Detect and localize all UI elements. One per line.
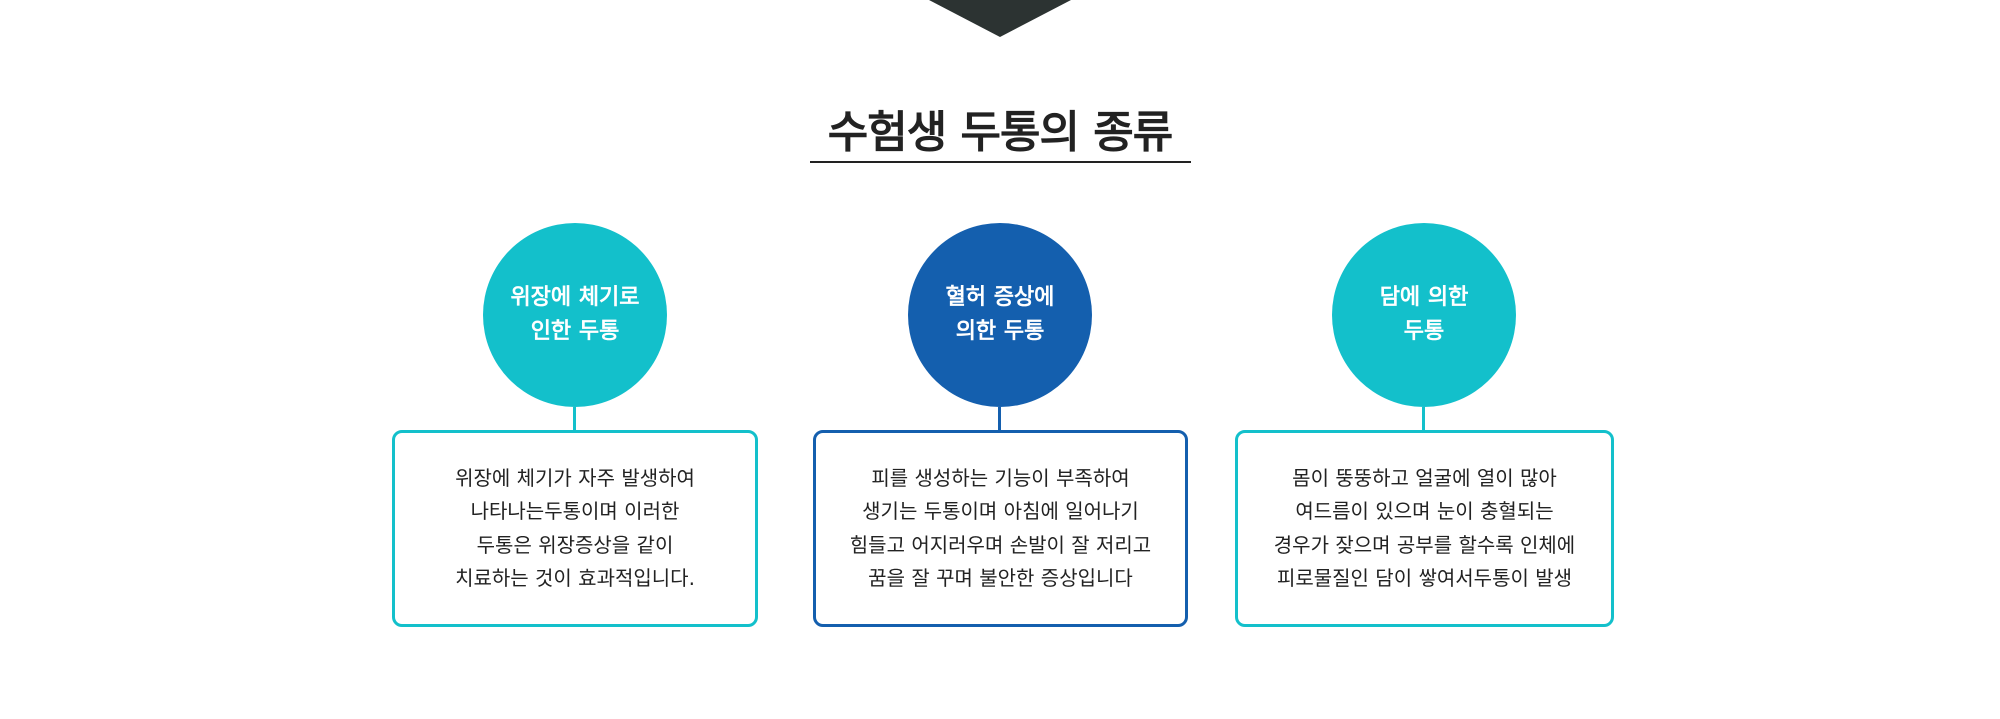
headache-type-circle-phlegm: 담에 의한 두통 <box>1332 223 1516 407</box>
circle-label: 위장에 체기로 <box>510 285 640 310</box>
description-line: 두통은 위장증상을 같이 <box>476 532 674 557</box>
circle-label: 담에 의한 <box>1379 285 1469 310</box>
connector-line <box>1422 407 1425 430</box>
description-line: 꿈을 잘 꾸며 불안한 증상입니다 <box>868 566 1133 590</box>
description-line: 위장에 체기가 자주 발생하여 <box>455 465 695 490</box>
headache-description-box-digestive: 위장에 체기가 자주 발생하여 나타나는두통이며 이러한 두통은 위장증상을 같… <box>392 430 758 627</box>
connector-line <box>573 407 576 430</box>
page-title: 수험생 두통의 종류 <box>827 107 1173 158</box>
circle-label: 의한 두통 <box>955 319 1045 344</box>
description-line: 몸이 뚱뚱하고 얼굴에 열이 많아 <box>1292 465 1557 490</box>
circle-label: 인한 두통 <box>530 319 620 344</box>
circle-label: 혈허 증상에 <box>945 285 1055 310</box>
description-line: 경우가 잦으며 공부를 할수록 인체에 <box>1273 532 1576 557</box>
headache-type-circle-digestive: 위장에 체기로 인한 두통 <box>483 223 667 407</box>
circle-label: 두통 <box>1403 319 1445 344</box>
description-line: 여드름이 있으며 눈이 충혈되는 <box>1295 499 1554 523</box>
description-line: 나타나는두통이며 이러한 <box>470 499 680 523</box>
description-line: 생기는 두통이며 아침에 일어나기 <box>862 499 1139 523</box>
description-line: 피를 생성하는 기능이 부족하여 <box>871 465 1130 490</box>
headache-description-box-blood-deficiency: 피를 생성하는 기능이 부족하여 생기는 두통이며 아침에 일어나기 힘들고 어… <box>813 430 1188 627</box>
headache-type-circle-blood-deficiency: 혈허 증상에 의한 두통 <box>908 223 1092 407</box>
down-arrow-icon <box>929 0 1071 37</box>
title-underline <box>810 161 1191 163</box>
description-line: 치료하는 것이 효과적입니다. <box>455 566 695 590</box>
connector-line <box>998 407 1001 430</box>
headache-description-box-phlegm: 몸이 뚱뚱하고 얼굴에 열이 많아 여드름이 있으며 눈이 충혈되는 경우가 잦… <box>1235 430 1614 627</box>
description-line: 힘들고 어지러우며 손발이 잘 저리고 <box>849 532 1152 557</box>
description-line: 피로물질인 담이 쌓여서두통이 발생 <box>1276 566 1573 590</box>
